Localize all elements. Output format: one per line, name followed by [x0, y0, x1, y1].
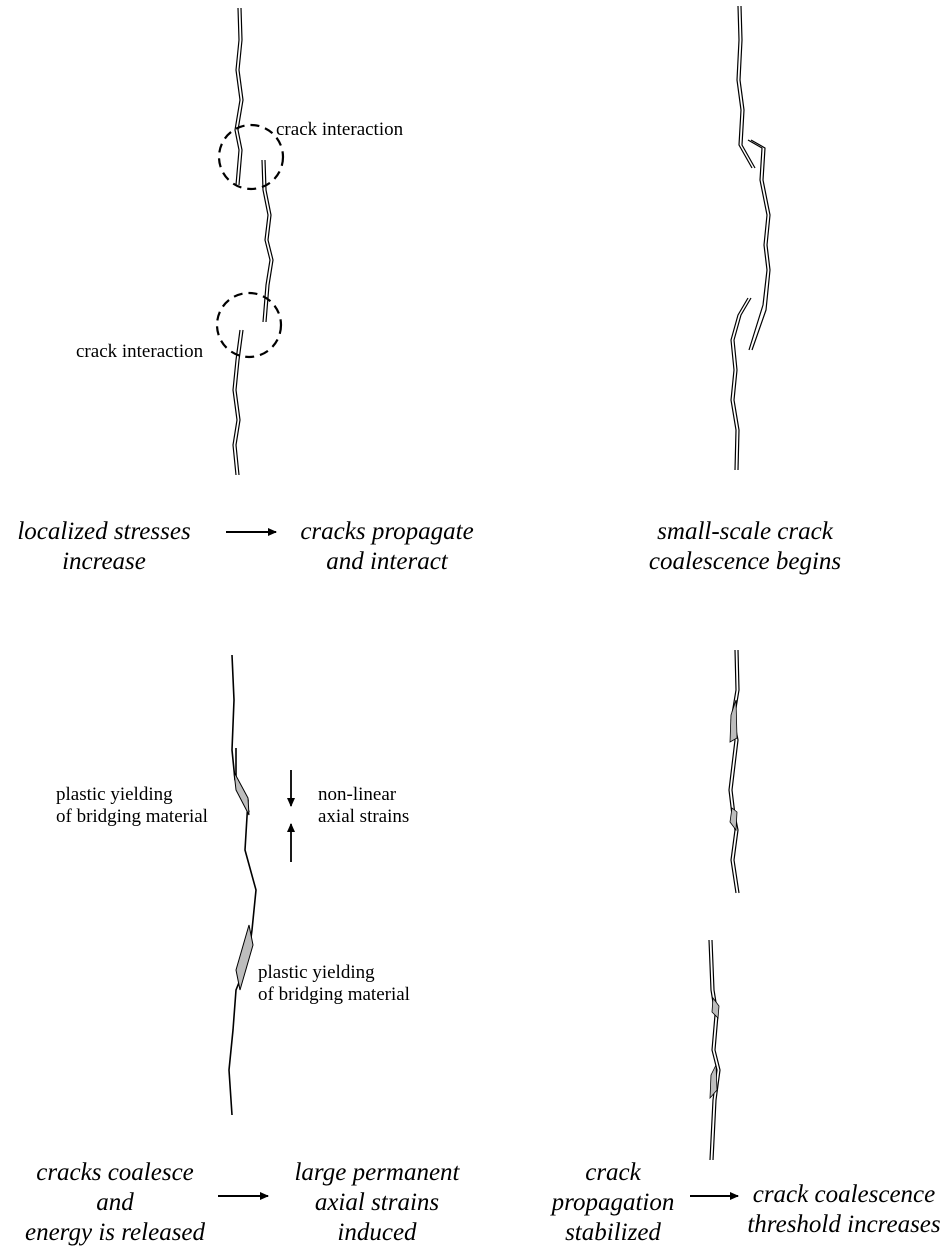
caption-line: large permanent [282, 1158, 472, 1188]
caption-line: energy is released [8, 1218, 222, 1248]
interaction-circle-1 [219, 125, 283, 189]
caption-coalescence-begins: small-scale crack coalescence begins [636, 517, 854, 577]
caption-cracks-coalesce: cracks coalesce and energy is released [8, 1158, 222, 1248]
yield-patch-6 [710, 1065, 717, 1098]
label-line: axial strains [318, 806, 409, 828]
caption-line: increase [6, 547, 202, 577]
yield-patch-1 [234, 772, 249, 815]
yield-patch-3 [730, 700, 737, 742]
caption-line: small-scale crack [636, 517, 854, 547]
caption-cracks-propagate: cracks propagate and interact [292, 517, 482, 577]
caption-line: cracks coalesce [8, 1158, 222, 1188]
crack-bottom-left [229, 655, 256, 1115]
crack-top-left [233, 8, 273, 475]
caption-line: crack [540, 1158, 686, 1188]
crack-interaction-label-1: crack interaction [276, 119, 403, 141]
non-linear-strain-label: non-linear axial strains [318, 784, 409, 828]
crack-top-right [731, 6, 770, 470]
label-line: of bridging material [56, 806, 208, 828]
plastic-yielding-label-2: plastic yielding of bridging material [258, 962, 410, 1006]
caption-propagation-stabilized: crack propagation stabilized [540, 1158, 686, 1248]
caption-line: and [8, 1188, 222, 1218]
caption-line: axial strains [282, 1188, 472, 1218]
label-line: plastic yielding [56, 784, 208, 806]
plastic-yielding-label-1: plastic yielding of bridging material [56, 784, 208, 828]
label-line: plastic yielding [258, 962, 410, 984]
caption-line: coalescence begins [636, 547, 854, 577]
crack-interaction-label-2: crack interaction [76, 341, 203, 363]
caption-localized-stresses: localized stresses increase [6, 517, 202, 577]
caption-line: localized stresses [6, 517, 202, 547]
label-line: of bridging material [258, 984, 410, 1006]
yield-patch-2 [236, 925, 253, 990]
label-line: non-linear [318, 784, 409, 806]
caption-line: cracks propagate [292, 517, 482, 547]
caption-line: stabilized [540, 1218, 686, 1248]
caption-large-permanent: large permanent axial strains induced [282, 1158, 472, 1248]
caption-line: threshold increases [742, 1210, 946, 1240]
interaction-circle-2 [217, 293, 281, 357]
caption-line: and interact [292, 547, 482, 577]
caption-line: crack coalescence [742, 1180, 946, 1210]
caption-line: induced [282, 1218, 472, 1248]
caption-line: propagation [540, 1188, 686, 1218]
caption-threshold-increases: crack coalescence threshold increases [742, 1180, 946, 1240]
yield-patch-5 [712, 998, 719, 1018]
